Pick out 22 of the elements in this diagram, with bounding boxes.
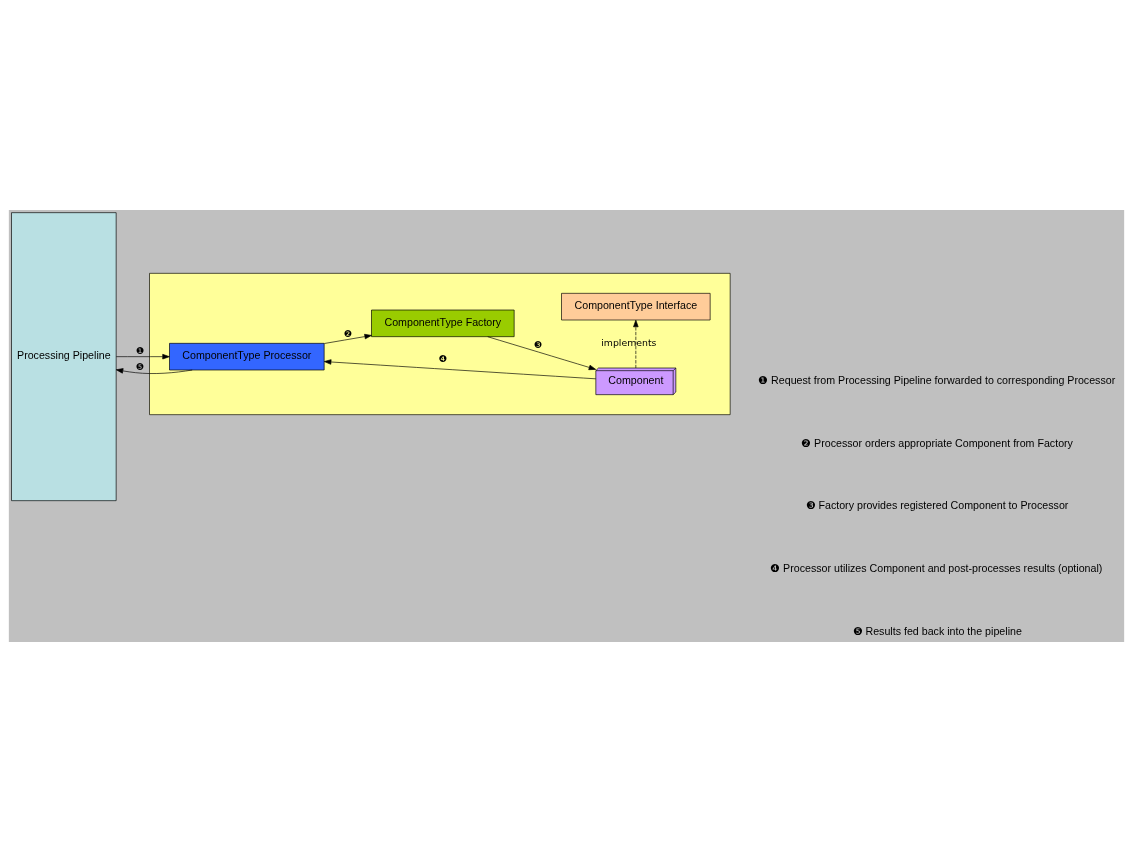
label: ❺ Results fed back into the pipeline — [852, 624, 1022, 637]
node-box: ComponentType Interface — [561, 293, 711, 321]
arrow — [324, 333, 372, 344]
node-box: ComponentType Factory — [371, 309, 515, 337]
arrow — [324, 359, 597, 380]
label: ❸ Factory provides registered Component to Processor — [805, 499, 1069, 512]
edge-label: ❺ — [135, 361, 145, 373]
label: ❶ Request from Processing Pipeline forwarded to corresponding Processor — [758, 373, 1116, 386]
arrow — [115, 368, 193, 374]
edge-label: implements — [601, 337, 657, 349]
label: ❹ Processor utilizes Component and post-processes results (optional) — [770, 561, 1103, 574]
node-box: ComponentType Processor — [169, 343, 325, 371]
arrow — [115, 354, 170, 360]
node-box: Processing Pipeline — [11, 212, 117, 501]
label: ❷ Processor orders appropriate Component from Factory — [801, 436, 1073, 449]
edge-label: ❹ — [438, 353, 448, 365]
edge-label: ❸ — [533, 339, 543, 351]
cluster — [149, 273, 731, 415]
arrow — [487, 336, 597, 371]
edge-label: ❷ — [343, 327, 353, 339]
arrow — [633, 319, 639, 369]
edge-label: ❶ — [135, 345, 145, 357]
